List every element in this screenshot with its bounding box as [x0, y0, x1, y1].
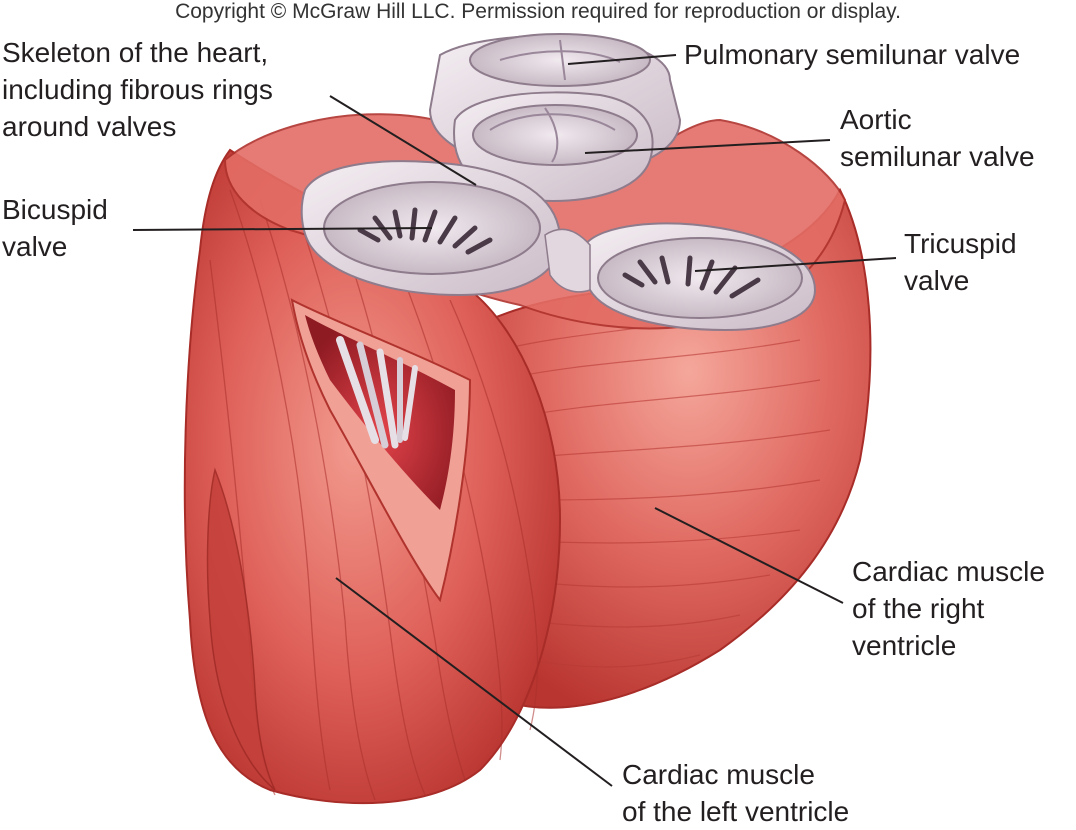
- label-line: ventricle: [852, 630, 957, 661]
- ventricle-opening: [290, 298, 472, 603]
- label-line: Skeleton of the heart,: [2, 37, 269, 68]
- label-tricuspid-valve: Tricuspid valve: [904, 225, 1017, 299]
- leader-lines: [132, 54, 897, 787]
- label-bicuspid-valve: Bicuspid valve: [2, 191, 108, 265]
- label-line: valve: [2, 231, 68, 262]
- leader-tricuspid: [694, 257, 897, 272]
- label-pulmonary-semilunar-valve: Pulmonary semilunar valve: [684, 36, 1020, 73]
- label-line: Pulmonary semilunar valve: [684, 39, 1021, 70]
- tricuspid-valve: [597, 237, 803, 319]
- leader-pulmonary: [567, 54, 677, 65]
- label-line: Bicuspid: [2, 194, 108, 225]
- leader-skeleton: [329, 95, 477, 186]
- label-line: of the left ventricle: [622, 796, 850, 827]
- leader-bicuspid: [132, 227, 433, 231]
- leader-right-ventricle: [654, 507, 844, 604]
- pulmonary-valve: [469, 33, 651, 87]
- leader-aortic: [584, 139, 831, 154]
- copyright-notice: Copyright © McGraw Hill LLC. Permission …: [175, 0, 901, 23]
- leader-left-ventricle: [335, 577, 613, 787]
- label-line: Tricuspid: [904, 228, 1017, 259]
- label-skeleton-of-heart: Skeleton of the heart, including fibrous…: [2, 34, 273, 145]
- label-aortic-semilunar-valve: Aortic semilunar valve: [840, 101, 1035, 175]
- label-left-ventricle-muscle: Cardiac muscle of the left ventricle: [622, 756, 849, 830]
- label-line: valve: [904, 265, 970, 296]
- label-line: Cardiac muscle: [852, 556, 1045, 587]
- label-right-ventricle-muscle: Cardiac muscle of the right ventricle: [852, 553, 1045, 664]
- label-line: Aortic: [840, 104, 912, 135]
- label-line: including fibrous rings: [2, 74, 273, 105]
- label-line: around valves: [2, 111, 177, 142]
- label-line: Cardiac muscle: [622, 759, 815, 790]
- label-line: semilunar valve: [840, 141, 1035, 172]
- label-line: of the right: [852, 593, 985, 624]
